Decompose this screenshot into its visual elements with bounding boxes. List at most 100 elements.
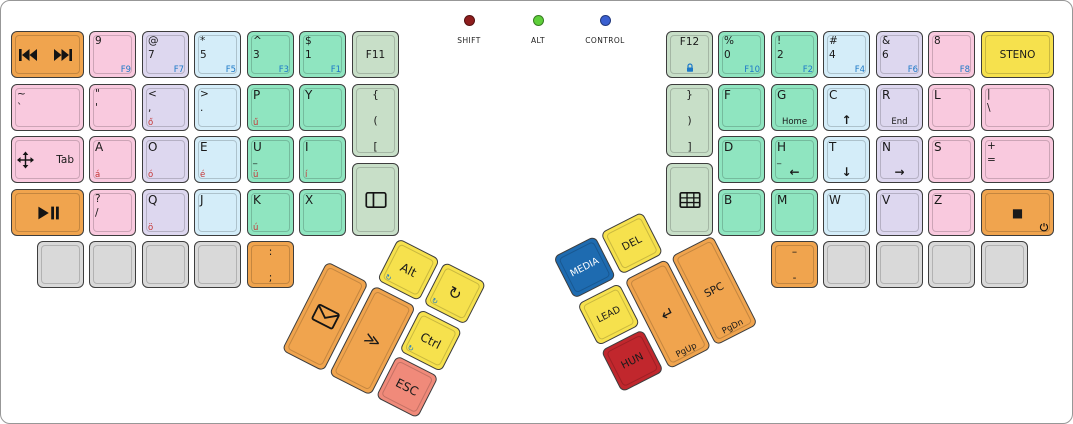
key-plus-label: + [987, 140, 996, 152]
key-quote[interactable]: "' [89, 84, 136, 131]
key-n[interactable]: N→ [876, 136, 923, 183]
key-blank-l2[interactable] [89, 241, 136, 288]
key-stop-power-label: ■ [1011, 205, 1024, 220]
key-mail[interactable] [281, 261, 369, 372]
key-m-label: M [777, 193, 788, 207]
key-7-label: 7 [148, 48, 155, 61]
key-5-label: * [200, 35, 206, 47]
key-layout-toggle[interactable] [352, 163, 399, 236]
key-z[interactable]: Z [928, 189, 975, 236]
key-blank-r2[interactable] [876, 241, 923, 288]
key-comma-label: ő [148, 117, 154, 128]
key-play-pause[interactable] [11, 189, 84, 236]
key-close-brackets[interactable]: })] [666, 84, 713, 157]
key-x[interactable]: X [299, 189, 346, 236]
key-9-label: 9 [95, 35, 102, 47]
key-comma[interactable]: <,ő [142, 84, 189, 131]
key-7-label: F7 [173, 64, 184, 75]
key-f11[interactable]: F11 [352, 31, 399, 78]
key-slash[interactable]: ?/ [89, 189, 136, 236]
key-j[interactable]: J [194, 189, 241, 236]
key-t[interactable]: T↓ [823, 136, 870, 183]
key-u-label: _ [253, 154, 258, 165]
key-l[interactable]: L [928, 84, 975, 131]
key-blank-l3[interactable] [142, 241, 189, 288]
key-grave-label: ~ [17, 88, 26, 100]
key-f[interactable]: F [718, 84, 765, 131]
key-y-label: Y [305, 88, 313, 102]
key-u[interactable]: U_ü [247, 136, 294, 183]
key-w[interactable]: W [823, 189, 870, 236]
key-f12[interactable]: F12 [666, 31, 713, 78]
key-e-label: é [200, 169, 206, 180]
key-plus[interactable]: += [981, 136, 1054, 183]
key-close-brackets-label: ) [687, 114, 692, 127]
key-blank-r3[interactable] [928, 241, 975, 288]
prev-track-icon [17, 47, 39, 62]
key-colon-semicolon[interactable]: :; [247, 241, 294, 288]
key-h[interactable]: H_← [771, 136, 818, 183]
key-steno-label: STENO [999, 48, 1036, 61]
key-q-label: ö [148, 222, 154, 233]
key-v[interactable]: V [876, 189, 923, 236]
key-steno[interactable]: STENO [981, 31, 1054, 78]
key-comma-label: < [148, 88, 157, 100]
key-y[interactable]: Y [299, 84, 346, 131]
key-open-brackets[interactable]: {([ [352, 84, 399, 157]
key-blank-l1[interactable] [37, 241, 84, 288]
key-blank-l4[interactable] [194, 241, 241, 288]
key-m[interactable]: M [771, 189, 818, 236]
key-colon-semicolon-label: ; [268, 271, 273, 284]
key-c[interactable]: C↑ [823, 84, 870, 131]
key-d[interactable]: D [718, 136, 765, 183]
key-pipe-label: | [987, 88, 991, 100]
key-grid-toggle[interactable] [666, 163, 713, 236]
key-blank-r1[interactable] [823, 241, 870, 288]
indicator-shift: SHIFT [434, 15, 504, 45]
key-dash-label: – [791, 246, 798, 258]
key-g-label: Home [781, 116, 808, 127]
key-5-label: 5 [200, 48, 207, 61]
key-8-label: F8 [959, 64, 970, 75]
key-pipe[interactable]: |\ [981, 84, 1054, 131]
key-s[interactable]: S [928, 136, 975, 183]
key-k-label: K [253, 193, 261, 207]
key-grave[interactable]: ~` [11, 84, 84, 131]
key-dash[interactable]: –- [771, 241, 818, 288]
key-2-label: ! [777, 35, 782, 47]
key-1-label: F1 [330, 64, 341, 75]
key-media-prev-next[interactable] [11, 31, 84, 78]
indicator-label-control: CONTROL [585, 36, 625, 45]
key-grave-label: ` [17, 101, 23, 114]
key-close-brackets-label: ] [687, 140, 692, 153]
key-6-label: & [882, 35, 891, 47]
key-4-label: F4 [854, 64, 865, 75]
key-period[interactable]: >. [194, 84, 241, 131]
key-pipe-label: \ [987, 101, 991, 114]
key-7-label: @ [148, 35, 159, 47]
key-tab[interactable]: Tab [11, 136, 84, 183]
key-space-label: SPC [702, 280, 726, 301]
key-blank-r4[interactable] [981, 241, 1028, 288]
key-stop-power[interactable]: ■ [981, 189, 1054, 236]
key-b[interactable]: B [718, 189, 765, 236]
